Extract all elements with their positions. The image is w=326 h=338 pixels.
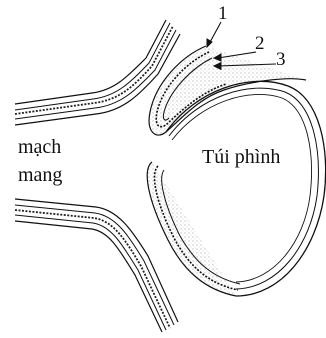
lower-neck-wall bbox=[147, 162, 240, 296]
callout-3-label: 3 bbox=[276, 50, 286, 70]
aneurysm-label: Túi phình bbox=[202, 146, 280, 168]
vessel-label-line1: mạch bbox=[18, 136, 61, 158]
lower-vessel-wall bbox=[15, 199, 178, 332]
callout-2-label: 2 bbox=[255, 34, 265, 54]
callout-1-label: 1 bbox=[218, 4, 228, 24]
vessel-label-line2: mang bbox=[18, 164, 62, 186]
